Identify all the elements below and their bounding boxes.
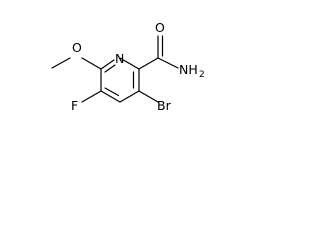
bond-c6-n [100, 59, 115, 70]
bond-c6-n-inner [104, 64, 116, 73]
atom-fluorine: F [71, 98, 78, 113]
bond-carbonyl-n [157, 57, 179, 69]
bond-c6-o [81, 57, 102, 70]
bond-c4-c5-inner [104, 87, 120, 97]
atom-amide-subscript: 2 [199, 70, 205, 80]
bond-c4-c5 [100, 90, 121, 103]
bond-c3-c4 [119, 90, 140, 103]
atom-ring-nitrogen: N [115, 51, 124, 66]
bond-c3-br [138, 90, 159, 103]
atom-amide-nitrogen: NH [179, 62, 198, 77]
bond-c2-carbonyl [138, 57, 159, 70]
molecule-structure: N O NH 2 O F Br [0, 0, 234, 136]
bonds [51, 35, 179, 103]
structure-svg: N O NH 2 O F Br [51, 20, 205, 113]
atom-carbonyl-oxygen: O [155, 20, 165, 35]
atom-ether-oxygen: O [72, 40, 82, 55]
bond-o-methyl [51, 57, 71, 69]
bond-c5-f [81, 90, 102, 103]
bond-n-c2 [119, 57, 140, 70]
atom-bromine: Br [157, 98, 172, 113]
